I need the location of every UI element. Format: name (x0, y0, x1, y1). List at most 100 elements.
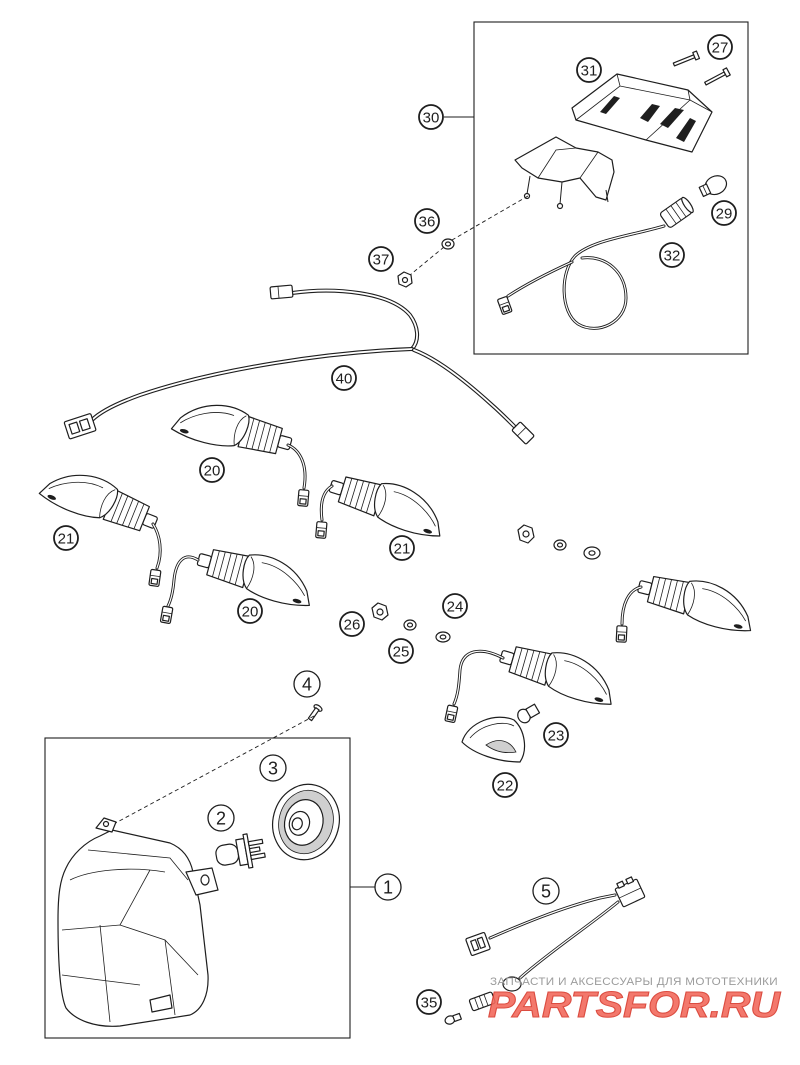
callout-label: 24 (447, 598, 464, 615)
callout-3: 3 (259, 754, 287, 782)
callout-31: 31 (576, 57, 602, 83)
turn-signal-wire (159, 555, 200, 625)
harness-connector (511, 421, 535, 445)
callout-circle (331, 365, 357, 391)
harness-connector (614, 876, 646, 908)
callout-circle (339, 611, 365, 637)
callout-40: 40 (331, 365, 357, 391)
callout-circle (389, 535, 415, 561)
callout-label: 22 (497, 777, 514, 794)
callout-29: 29 (711, 200, 737, 226)
callout-label: 20 (204, 462, 221, 479)
wire-plug (148, 568, 162, 588)
callout-label: 3 (268, 758, 278, 778)
callout-label: 37 (373, 251, 390, 268)
callout-26: 26 (339, 611, 365, 637)
screw (704, 67, 731, 86)
callout-label: 2 (216, 808, 226, 828)
callout-5: 5 (532, 877, 560, 905)
screw (672, 50, 701, 67)
callout-label: 5 (541, 881, 551, 901)
wire-plug (297, 488, 310, 507)
callout-25: 25 (388, 638, 414, 664)
callout-24: 24 (442, 593, 468, 619)
callout-circle (259, 754, 287, 782)
turn-signal (169, 393, 297, 465)
callout-37: 37 (368, 246, 394, 272)
callout-27: 27 (707, 34, 733, 60)
callout-circle (199, 457, 225, 483)
tail-light-housing (514, 136, 615, 210)
callout-label: 31 (581, 62, 598, 79)
callout-circle (368, 246, 394, 272)
callout-circle (293, 670, 321, 698)
turn-signal-wire (315, 484, 334, 539)
tail-light-wire (496, 224, 666, 330)
callout-circle (237, 598, 263, 624)
tail-light-kit-frame (473, 21, 749, 355)
washer (583, 546, 601, 560)
headlight-frame (44, 737, 351, 1039)
turn-signal-wire (148, 522, 162, 588)
washer (403, 619, 417, 631)
callout-circle (707, 34, 733, 60)
callout-1: 1 (374, 873, 402, 901)
callout-label: 23 (548, 727, 565, 744)
bulb-socket (659, 196, 694, 228)
callout-circle (442, 593, 468, 619)
harness-connector (269, 284, 294, 300)
grommet (502, 976, 522, 992)
callout-circle (374, 873, 402, 901)
turn-signal-wire (615, 585, 643, 643)
callout-22: 22 (492, 772, 518, 798)
callout-label: 27 (712, 39, 729, 56)
callout-circle (711, 200, 737, 226)
callout-20: 20 (199, 457, 225, 483)
callout-label: 29 (716, 205, 733, 222)
nut (371, 602, 389, 621)
harness-connector (465, 931, 491, 957)
parking-light-harness (465, 876, 646, 992)
callout-label: 35 (421, 994, 438, 1011)
callout-label: 26 (344, 616, 361, 633)
callout-label: 40 (336, 370, 353, 387)
washer (553, 539, 567, 551)
callout-label: 1 (383, 877, 393, 897)
callout-circle (53, 525, 79, 551)
turn-signal (192, 538, 320, 611)
turn-signal (633, 565, 760, 636)
headlight-bulb (215, 833, 266, 869)
callout-21: 21 (53, 525, 79, 551)
wire-plug (496, 295, 513, 316)
callout-circle (492, 772, 518, 798)
callout-circle (388, 638, 414, 664)
callout-circle (543, 722, 569, 748)
callout-4: 4 (293, 670, 321, 698)
turn-signal-wire (444, 649, 505, 724)
turn-signal (323, 465, 452, 542)
callout-label: 20 (242, 603, 259, 620)
callout-label: 36 (419, 213, 436, 230)
callout-circle (416, 989, 442, 1015)
nut (397, 271, 413, 288)
callout-label: 25 (393, 643, 410, 660)
headlight-screw (307, 704, 323, 722)
wire-plug (159, 605, 174, 625)
callout-23: 23 (543, 722, 569, 748)
callout-32: 32 (659, 242, 685, 268)
turn-signal-wire (286, 443, 310, 507)
assembly-line (409, 195, 529, 276)
callout-circle (418, 104, 444, 130)
turn-signal-lens (461, 716, 526, 763)
turn-signal-bulb (517, 703, 541, 724)
wire-plug (444, 704, 459, 724)
watermark-logo: PARTSFOR.RU (488, 984, 781, 1025)
turn-signal (494, 635, 622, 710)
callout-circle (576, 57, 602, 83)
callout-35: 35 (416, 989, 442, 1015)
callout-circle (414, 208, 440, 234)
callout-2: 2 (207, 804, 235, 832)
wire-plug (615, 625, 628, 643)
dust-cap (272, 783, 340, 861)
